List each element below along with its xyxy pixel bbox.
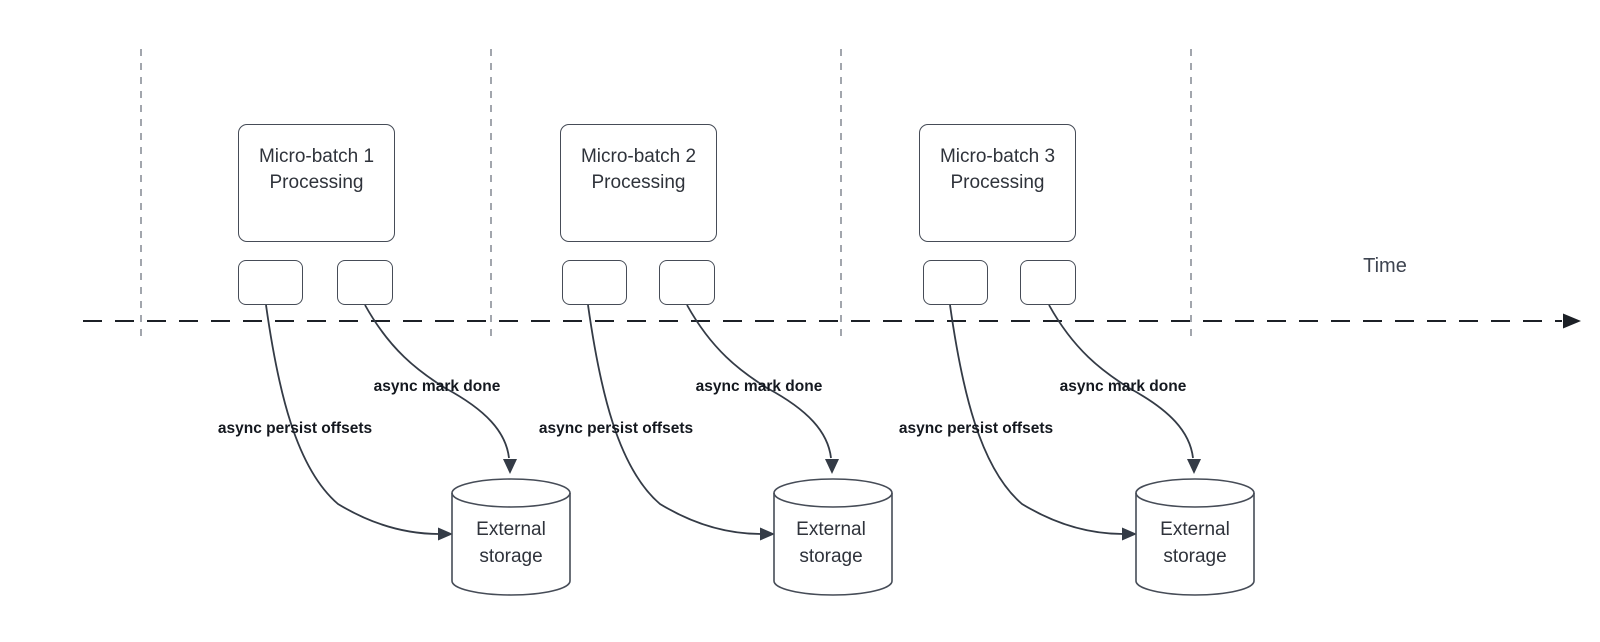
batch-2-offsets-task-node [562,260,627,305]
time-axis-label: Time [1363,255,1407,277]
batch-1-done-task-node [337,260,393,305]
micro-batch-3-subtitle: Processing [950,172,1045,193]
batch-3-mark-done-label: async mark done [1059,378,1187,395]
batch-2-persist-offsets-label: async persist offsets [538,420,694,437]
batch-3-offsets-task-node [923,260,988,305]
micro-batch-1-processing-node: Micro-batch 1 Processing [238,124,395,242]
batch-1-persist-offsets-label: async persist offsets [217,420,373,437]
batch-1-mark-done-label: async mark done [373,378,501,395]
micro-batch-1-subtitle: Processing [269,172,364,193]
batch-2-external-storage-label: External storage [796,519,866,567]
micro-batch-3-title: Micro-batch 3 [939,146,1056,167]
micro-batch-2-processing-node: Micro-batch 2 Processing [560,124,717,242]
micro-batch-2-subtitle: Processing [591,172,686,193]
batch-2-done-task-node [659,260,715,305]
batch-3-done-task-node [1020,260,1076,305]
batch-1-offsets-task-node [238,260,303,305]
batch-3-persist-offsets-label: async persist offsets [898,420,1054,437]
batch-3-external-storage-label: External storage [1160,519,1230,567]
micro-batch-3-processing-node: Micro-batch 3 Processing [919,124,1076,242]
micro-batch-1-title: Micro-batch 1 [258,146,375,167]
time-axis-arrowhead-icon [1563,313,1581,329]
micro-batch-2-title: Micro-batch 2 [580,146,697,167]
batch-1-external-storage-label: External storage [476,519,546,567]
batch-2-mark-done-label: async mark done [695,378,823,395]
